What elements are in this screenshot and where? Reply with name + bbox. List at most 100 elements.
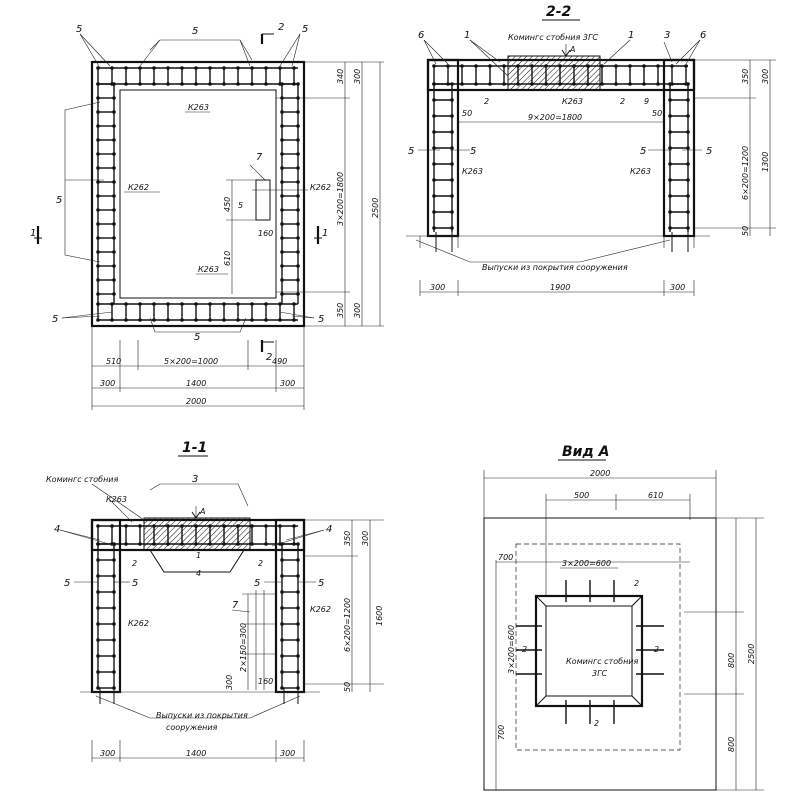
rebar-dot <box>686 146 690 150</box>
rebar-dot <box>296 82 300 86</box>
rebar-dot <box>96 558 100 562</box>
view-a-outlet-bars <box>516 580 664 724</box>
rebar-dot <box>668 130 672 134</box>
rebar-dot <box>112 622 116 626</box>
label-5: 5 <box>56 195 62 206</box>
rebar-dot <box>600 64 604 68</box>
rebar-dot <box>194 66 198 70</box>
rebar-dot <box>208 318 212 322</box>
dim-2500: 2500 <box>747 644 756 664</box>
label-2: 2 <box>620 97 625 106</box>
rebar-dot <box>488 64 492 68</box>
rebar-dot <box>96 292 100 296</box>
rebar-dot <box>278 524 282 528</box>
rebar-dot <box>138 302 142 306</box>
label-5: 5 <box>254 578 260 589</box>
rebar-dot <box>296 208 300 212</box>
rebar-dot <box>180 66 184 70</box>
rebar-dot <box>586 82 590 86</box>
rebar-dot <box>222 318 226 322</box>
rebar-dot <box>280 138 284 142</box>
rebar-dot <box>614 82 618 86</box>
rebar-dot <box>152 542 156 546</box>
dim-300: 300 <box>430 283 445 292</box>
rebar-dot <box>280 638 284 642</box>
rebar-dot <box>296 124 300 128</box>
dim-800: 800 <box>727 737 736 752</box>
rebar-dot <box>112 236 116 240</box>
rebar-dot <box>450 130 454 134</box>
rebar-dot <box>686 178 690 182</box>
rebar-dot <box>656 82 660 86</box>
rebar-dot <box>112 670 116 674</box>
rebar-dot <box>292 318 296 322</box>
rebar-dot <box>280 590 284 594</box>
rebar-dot <box>686 114 690 118</box>
dim-2500: 2500 <box>371 198 380 218</box>
label-k263: К263 <box>198 265 219 274</box>
rebar-dot <box>180 82 184 86</box>
label-5: 5 <box>132 578 138 589</box>
rebar-dot <box>450 82 454 86</box>
rebar-dot <box>138 542 142 546</box>
rebar-dot <box>194 82 198 86</box>
rebar-dot <box>450 226 454 230</box>
rebar-dot <box>544 82 548 86</box>
rebar-dot <box>112 222 116 226</box>
rebar-dot <box>138 82 142 86</box>
view-a-coaming-inner <box>545 605 633 697</box>
label-1: 1 <box>196 551 201 560</box>
rebar-dot <box>250 302 254 306</box>
rebar-dot <box>432 226 436 230</box>
rebar-dot <box>96 194 100 198</box>
plan-section-marks <box>34 33 322 352</box>
dim-3x200: 3×200=600 <box>562 559 611 568</box>
rebar-dot <box>280 194 284 198</box>
rebar-dot <box>450 194 454 198</box>
plan-dimension-lines <box>91 61 384 410</box>
dim-6x200: 6×200=1200 <box>741 146 750 200</box>
rebar-dot <box>112 138 116 142</box>
rebar-dot <box>280 250 284 254</box>
plan-view: 5 5 5 5 5 5 5 К263 К262 К262 К263 7 5 1 … <box>30 22 384 410</box>
view-a-dashed-outline <box>515 543 681 751</box>
label-2: 2 <box>522 645 527 654</box>
rebar-dot <box>686 194 690 198</box>
rebar-dot <box>124 66 128 70</box>
rebar-dot <box>236 524 240 528</box>
rebar-dot <box>264 542 268 546</box>
label-6: 6 <box>418 30 424 41</box>
label-5: 5 <box>640 146 646 157</box>
rebar-dot <box>668 82 672 86</box>
rebar-dot <box>450 98 454 102</box>
rebar-dot <box>460 82 464 86</box>
rebar-dot <box>446 64 450 68</box>
rebar-dot <box>112 292 116 296</box>
label-5: 5 <box>238 201 243 210</box>
dim-300: 300 <box>280 379 295 388</box>
label-9: 9 <box>644 97 649 106</box>
dim-350: 350 <box>741 69 750 84</box>
rebar-dot <box>264 82 268 86</box>
rebar-dot <box>194 318 198 322</box>
label-k263: К263 <box>106 495 127 504</box>
rebar-dot <box>166 66 170 70</box>
s11-rebar-cage <box>96 524 300 704</box>
rebar-dot <box>110 302 114 306</box>
rebar-dot <box>96 686 100 690</box>
s22-leaders <box>418 39 702 151</box>
dim-50: 50 <box>741 226 750 236</box>
rebar-dot <box>236 82 240 86</box>
rebar-dot <box>138 318 142 322</box>
rebar-dot <box>166 82 170 86</box>
rebar-dot <box>642 82 646 86</box>
dim-510: 510 <box>106 357 121 366</box>
rebar-dot <box>432 210 436 214</box>
outlets-note: Выпуски из покрытия <box>156 711 248 720</box>
view-a-coaming-outer <box>534 594 644 708</box>
dim-700: 700 <box>497 725 506 740</box>
label-3: 3 <box>192 474 198 485</box>
rebar-dot <box>250 82 254 86</box>
section-2-2: 2-2 6 1 Комингс <box>406 4 776 296</box>
rebar-dot <box>96 318 100 322</box>
